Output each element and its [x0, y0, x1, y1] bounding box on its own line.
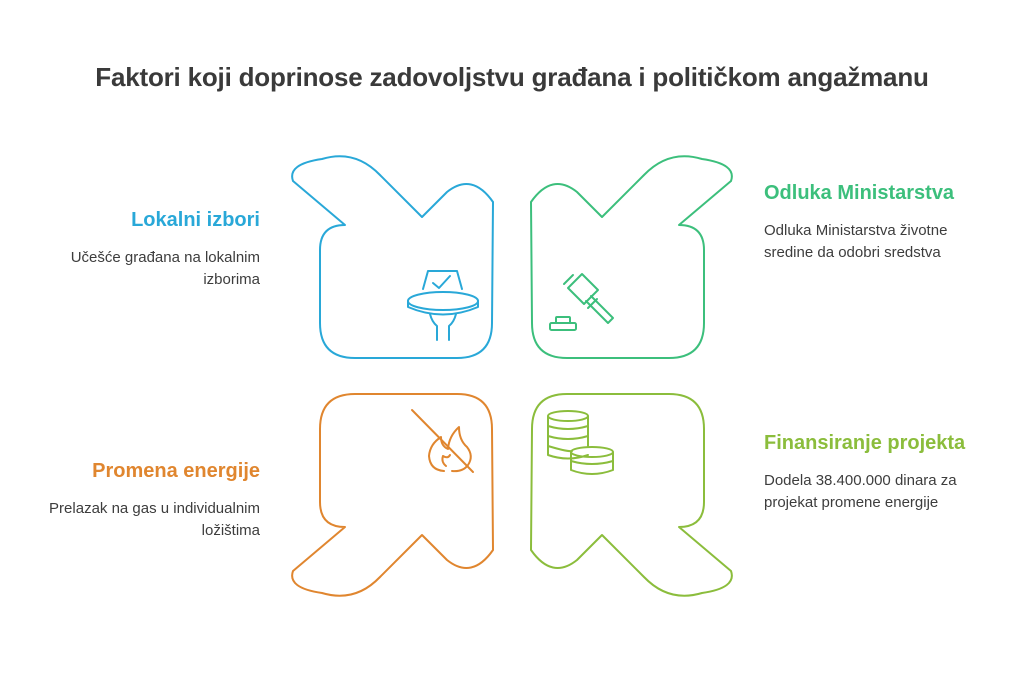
- ballot-box-icon: [407, 270, 479, 341]
- factor-description: Učešće građana na lokalnim izborima: [70, 249, 260, 288]
- factor-promena-energije: Promena energije Prelazak na gas u indiv…: [40, 458, 260, 542]
- arrow-promena-energije: [291, 393, 494, 597]
- factor-title: Odluka Ministarstva: [764, 182, 955, 204]
- factor-description: Odluka Ministarstva životne sredine da o…: [764, 222, 948, 261]
- page-title: Faktori koji doprinose zadovoljstvu građ…: [95, 62, 929, 92]
- arrow-finansiranje-projekta: [530, 393, 733, 597]
- factor-finansiranje-projekta: Finansiranje projekta Dodela 38.400.000 …: [764, 430, 974, 514]
- no-fire-icon: [411, 409, 474, 473]
- factor-title: Promena energije: [92, 460, 260, 482]
- factor-description: Prelazak na gas u individualnim ložištim…: [49, 500, 260, 539]
- arrow-lokalni-izbori: [291, 155, 494, 359]
- factor-odluka-ministarstva: Odluka Ministarstva Odluka Ministarstva …: [764, 180, 974, 264]
- factor-lokalni-izbori: Lokalni izbori Učešće građana na lokalni…: [60, 207, 260, 291]
- coins-icon: [547, 410, 614, 475]
- factor-title: Lokalni izbori: [131, 209, 260, 231]
- arrow-odluka-ministarstva: [530, 155, 733, 359]
- gavel-icon: [549, 273, 614, 331]
- factor-title: Finansiranje projekta: [764, 432, 966, 454]
- factor-description: Dodela 38.400.000 dinara za projekat pro…: [764, 472, 957, 511]
